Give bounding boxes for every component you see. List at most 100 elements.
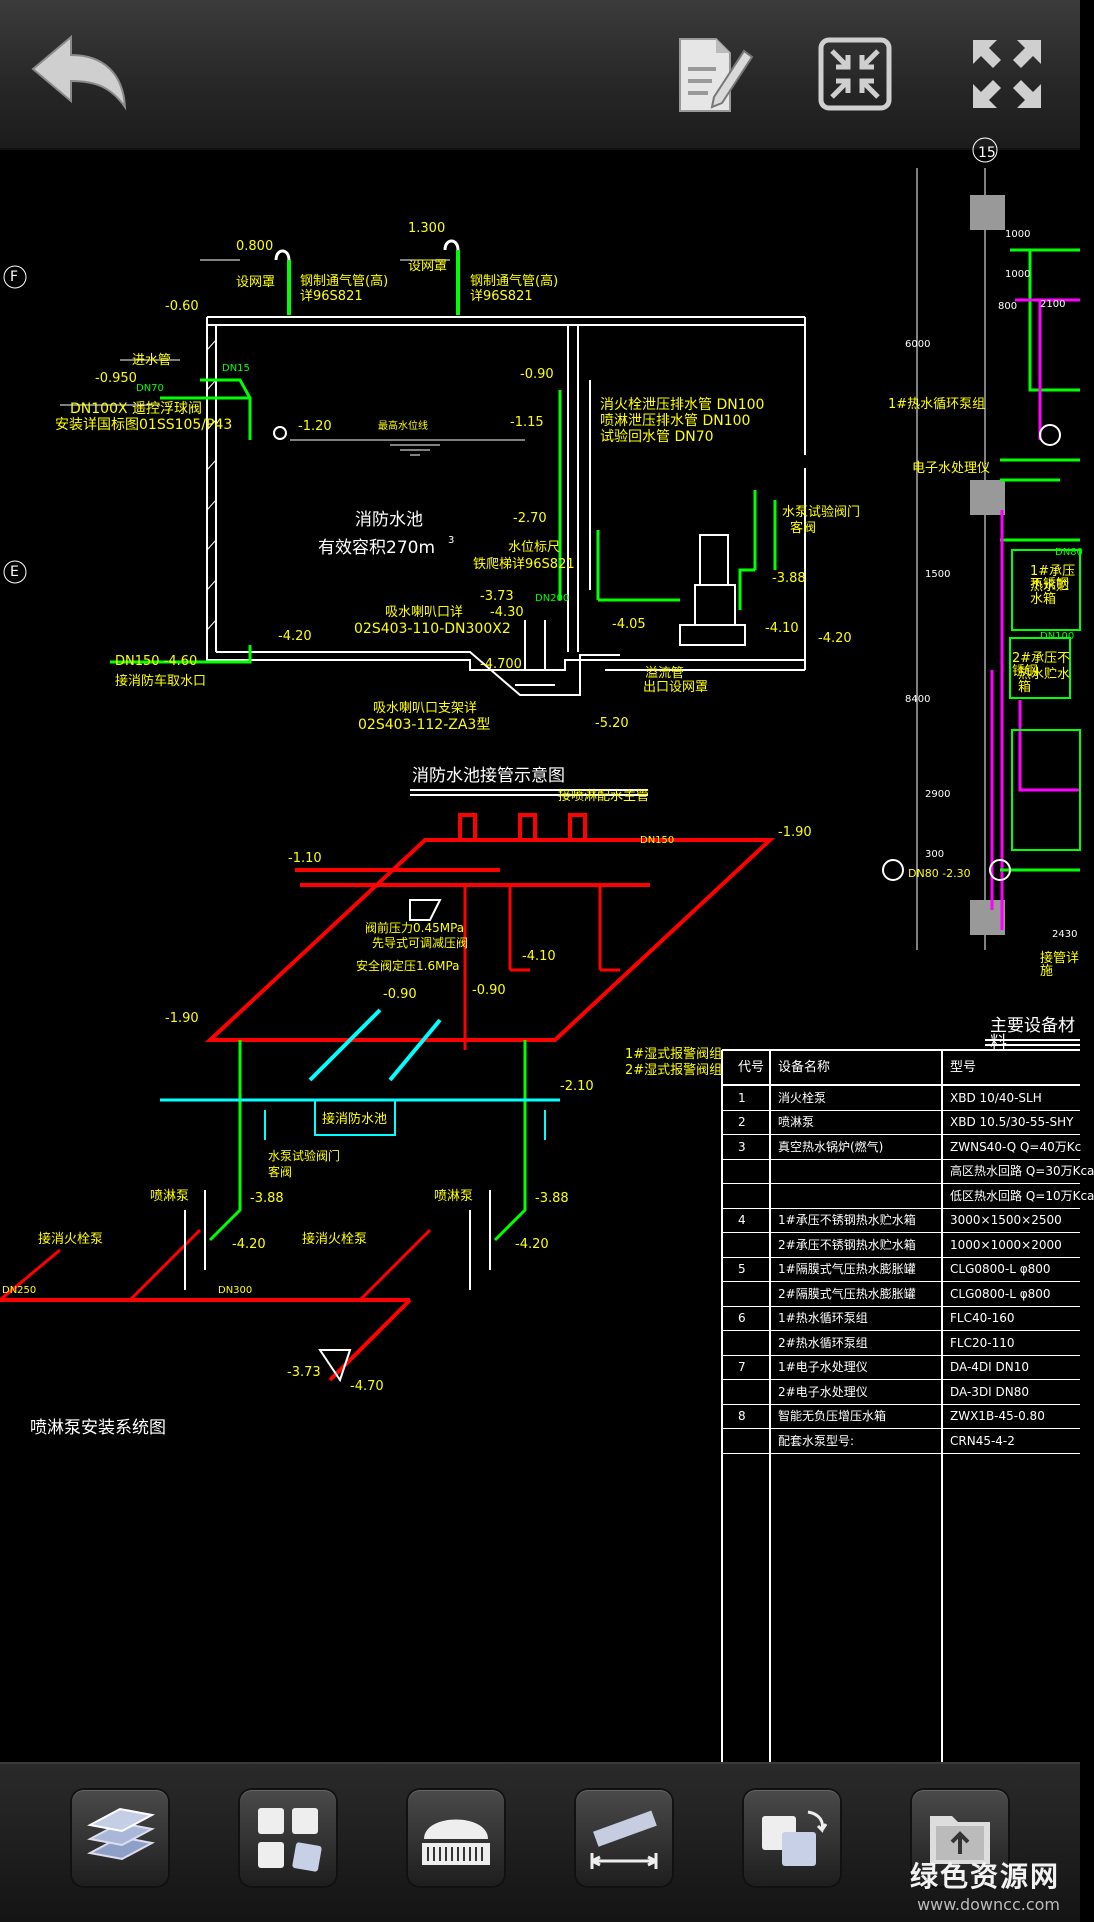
annotation: 热水贮水箱 (1018, 667, 1071, 695)
pipe-size: DN15 (222, 363, 250, 374)
elev-label: -1.90 (778, 825, 812, 840)
annotation: 安全阀定压1.6MPa (356, 959, 460, 973)
annotation: 喷淋泵 (434, 1189, 474, 1204)
cad-drawing-canvas[interactable]: F E 15 0.800 1.300 设网罩 设网罩 钢制通气管(高) 详96S… (0, 137, 1094, 1762)
watermark-url: www.downcc.com (917, 1895, 1060, 1914)
annotation: 先导式可调减压阀 (372, 936, 469, 950)
annotation: 接消防水池 (322, 1112, 388, 1127)
table-cell: 高区热水回路 Q=30万Kca (950, 1164, 1094, 1179)
annotation: 设网罩 (236, 275, 276, 290)
annotation: 设网罩 (408, 259, 448, 274)
dimension: 6000 (905, 339, 931, 350)
drawing-annotations: F E 15 0.800 1.300 设网罩 设网罩 钢制通气管(高) 详96S… (0, 146, 1094, 1762)
elev-label: 1.300 (408, 221, 446, 236)
table-cell: XBD 10/40-SLH (950, 1090, 1042, 1105)
elev-label: -4.20 (278, 629, 312, 644)
table-cell: 1#隔膜式气压热水膨胀罐 (778, 1262, 916, 1277)
table-cell: 真空热水锅炉(燃气) (778, 1139, 884, 1154)
elev-label: -3.88 (772, 571, 806, 586)
table-cell: 智能无负压增压水箱 (778, 1409, 887, 1424)
table-cell: DA-3DI DN80 (950, 1384, 1030, 1399)
elev-label: -4.30 (490, 605, 524, 620)
font-shx-icon[interactable] (408, 1790, 504, 1886)
annotation: 详96S821 (470, 289, 533, 304)
elev-label: -2.10 (560, 1079, 594, 1094)
dimension: 2100 (1040, 299, 1066, 310)
table-cell: ZWNS40-Q Q=40万Kc (950, 1139, 1082, 1154)
elev-label: -4.05 (612, 617, 646, 632)
table-header-cell: 型号 (950, 1060, 977, 1075)
annotation: 水位标尺 (508, 540, 561, 555)
elev-label: -4.70 (350, 1379, 384, 1394)
table-header-cell: 设备名称 (778, 1060, 831, 1075)
annotation: 钢制通气管(高) (470, 274, 559, 289)
annotation: 吸水喇叭口详 (385, 605, 464, 620)
annotation: 详96S821 (300, 289, 363, 304)
annotation: 吸水喇叭口支架详 (373, 701, 478, 716)
document-edit-icon[interactable] (668, 20, 760, 128)
annotation: DN80 -2.30 (908, 867, 971, 880)
dimension: 1000 (1005, 269, 1031, 280)
elev-label: -3.88 (535, 1191, 569, 1206)
annotation: DN100X 遥控浮球阀 (70, 401, 203, 417)
table-cell: 3 (738, 1139, 746, 1154)
table-cell: 5 (738, 1262, 746, 1277)
drawing-title: 消防水池接管示意图 (412, 766, 565, 786)
pipe-size: DN250 (2, 1285, 37, 1296)
annotation: 客阀 (790, 521, 817, 536)
fullscreen-expand-icon[interactable] (962, 20, 1052, 128)
grid-bubble-15: 15 (978, 145, 996, 161)
fit-to-screen-icon[interactable] (815, 20, 895, 128)
dimension: 1000 (1005, 229, 1031, 240)
table-cell: CRN45-4-2 (950, 1433, 1015, 1448)
table-cell: 1#电子水处理仪 (778, 1360, 868, 1375)
table-cell: 3000×1500×2500 (950, 1213, 1062, 1228)
annotation: 水泵试验阀门 (268, 1149, 341, 1163)
elev-label: -4.20 (232, 1237, 266, 1252)
export-folder-icon[interactable] (912, 1790, 1008, 1886)
pipe-size: DN70 (136, 383, 164, 394)
table-cell: 6 (738, 1311, 746, 1326)
pipe-size: DN80 (1055, 547, 1083, 558)
table-cell: 2#承压不锈钢热水贮水箱 (778, 1237, 916, 1252)
elev-label: -0.60 (165, 299, 199, 314)
annotation: 电子水处理仪 (912, 461, 991, 476)
table-cell: 2#热水循环泵组 (778, 1335, 868, 1350)
annotation: 钢制通气管(高) (300, 274, 389, 289)
annotation: 接管详施 (1040, 951, 1080, 979)
annotation: 喷淋泄压排水管 DN100 (600, 413, 751, 429)
table-cell: 喷淋泵 (778, 1115, 815, 1130)
layout-grid-icon[interactable] (240, 1790, 336, 1886)
table-cell: 4 (738, 1213, 746, 1228)
undo-arrow-icon[interactable] (18, 20, 138, 128)
table-row: 配套水泵型号:CRN45-4-2 (722, 1429, 1080, 1454)
layers-icon[interactable] (72, 1790, 168, 1886)
window-switch-icon[interactable] (744, 1790, 840, 1886)
table-cell: 消火栓泵 (778, 1090, 827, 1105)
annotation: 安装详国标图01SS105/P43 (55, 417, 233, 433)
annotation: 1#承压不锈钢 (1030, 564, 1076, 592)
elev-label: -4.10 (522, 949, 556, 964)
bottom-toolbar: 绿色资源网 www.downcc.com (0, 1762, 1080, 1922)
annotation: 2#湿式报警阀组 (625, 1063, 723, 1078)
dimension: 2900 (925, 789, 951, 800)
annotation: 出口设网罩 (643, 680, 709, 695)
annotation: 接消火栓泵 (38, 1232, 104, 1247)
table-row: 低区热水回路 Q=10万Kca (722, 1184, 1094, 1209)
pipe-size: DN100 (1040, 631, 1075, 642)
table-cell: FLC20-110 (950, 1335, 1015, 1350)
elev-label: -2.70 (513, 511, 547, 526)
table-row: 高区热水回路 Q=30万Kca (722, 1160, 1094, 1184)
table-cell: ZWX1B-45-0.80 (950, 1409, 1045, 1424)
annotation: 消火栓泄压排水管 DN100 (600, 397, 765, 413)
measure-ruler-icon[interactable] (576, 1790, 672, 1886)
tank-name: 消防水池 (355, 510, 423, 530)
dimension: 8400 (905, 694, 931, 705)
